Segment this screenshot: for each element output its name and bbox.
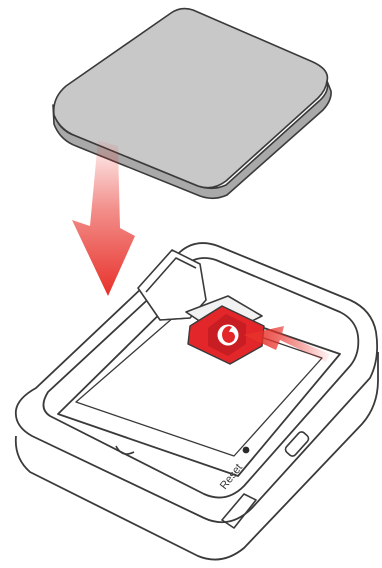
battery bbox=[53, 9, 331, 199]
reset-hole bbox=[243, 447, 250, 454]
battery-top bbox=[54, 9, 328, 188]
